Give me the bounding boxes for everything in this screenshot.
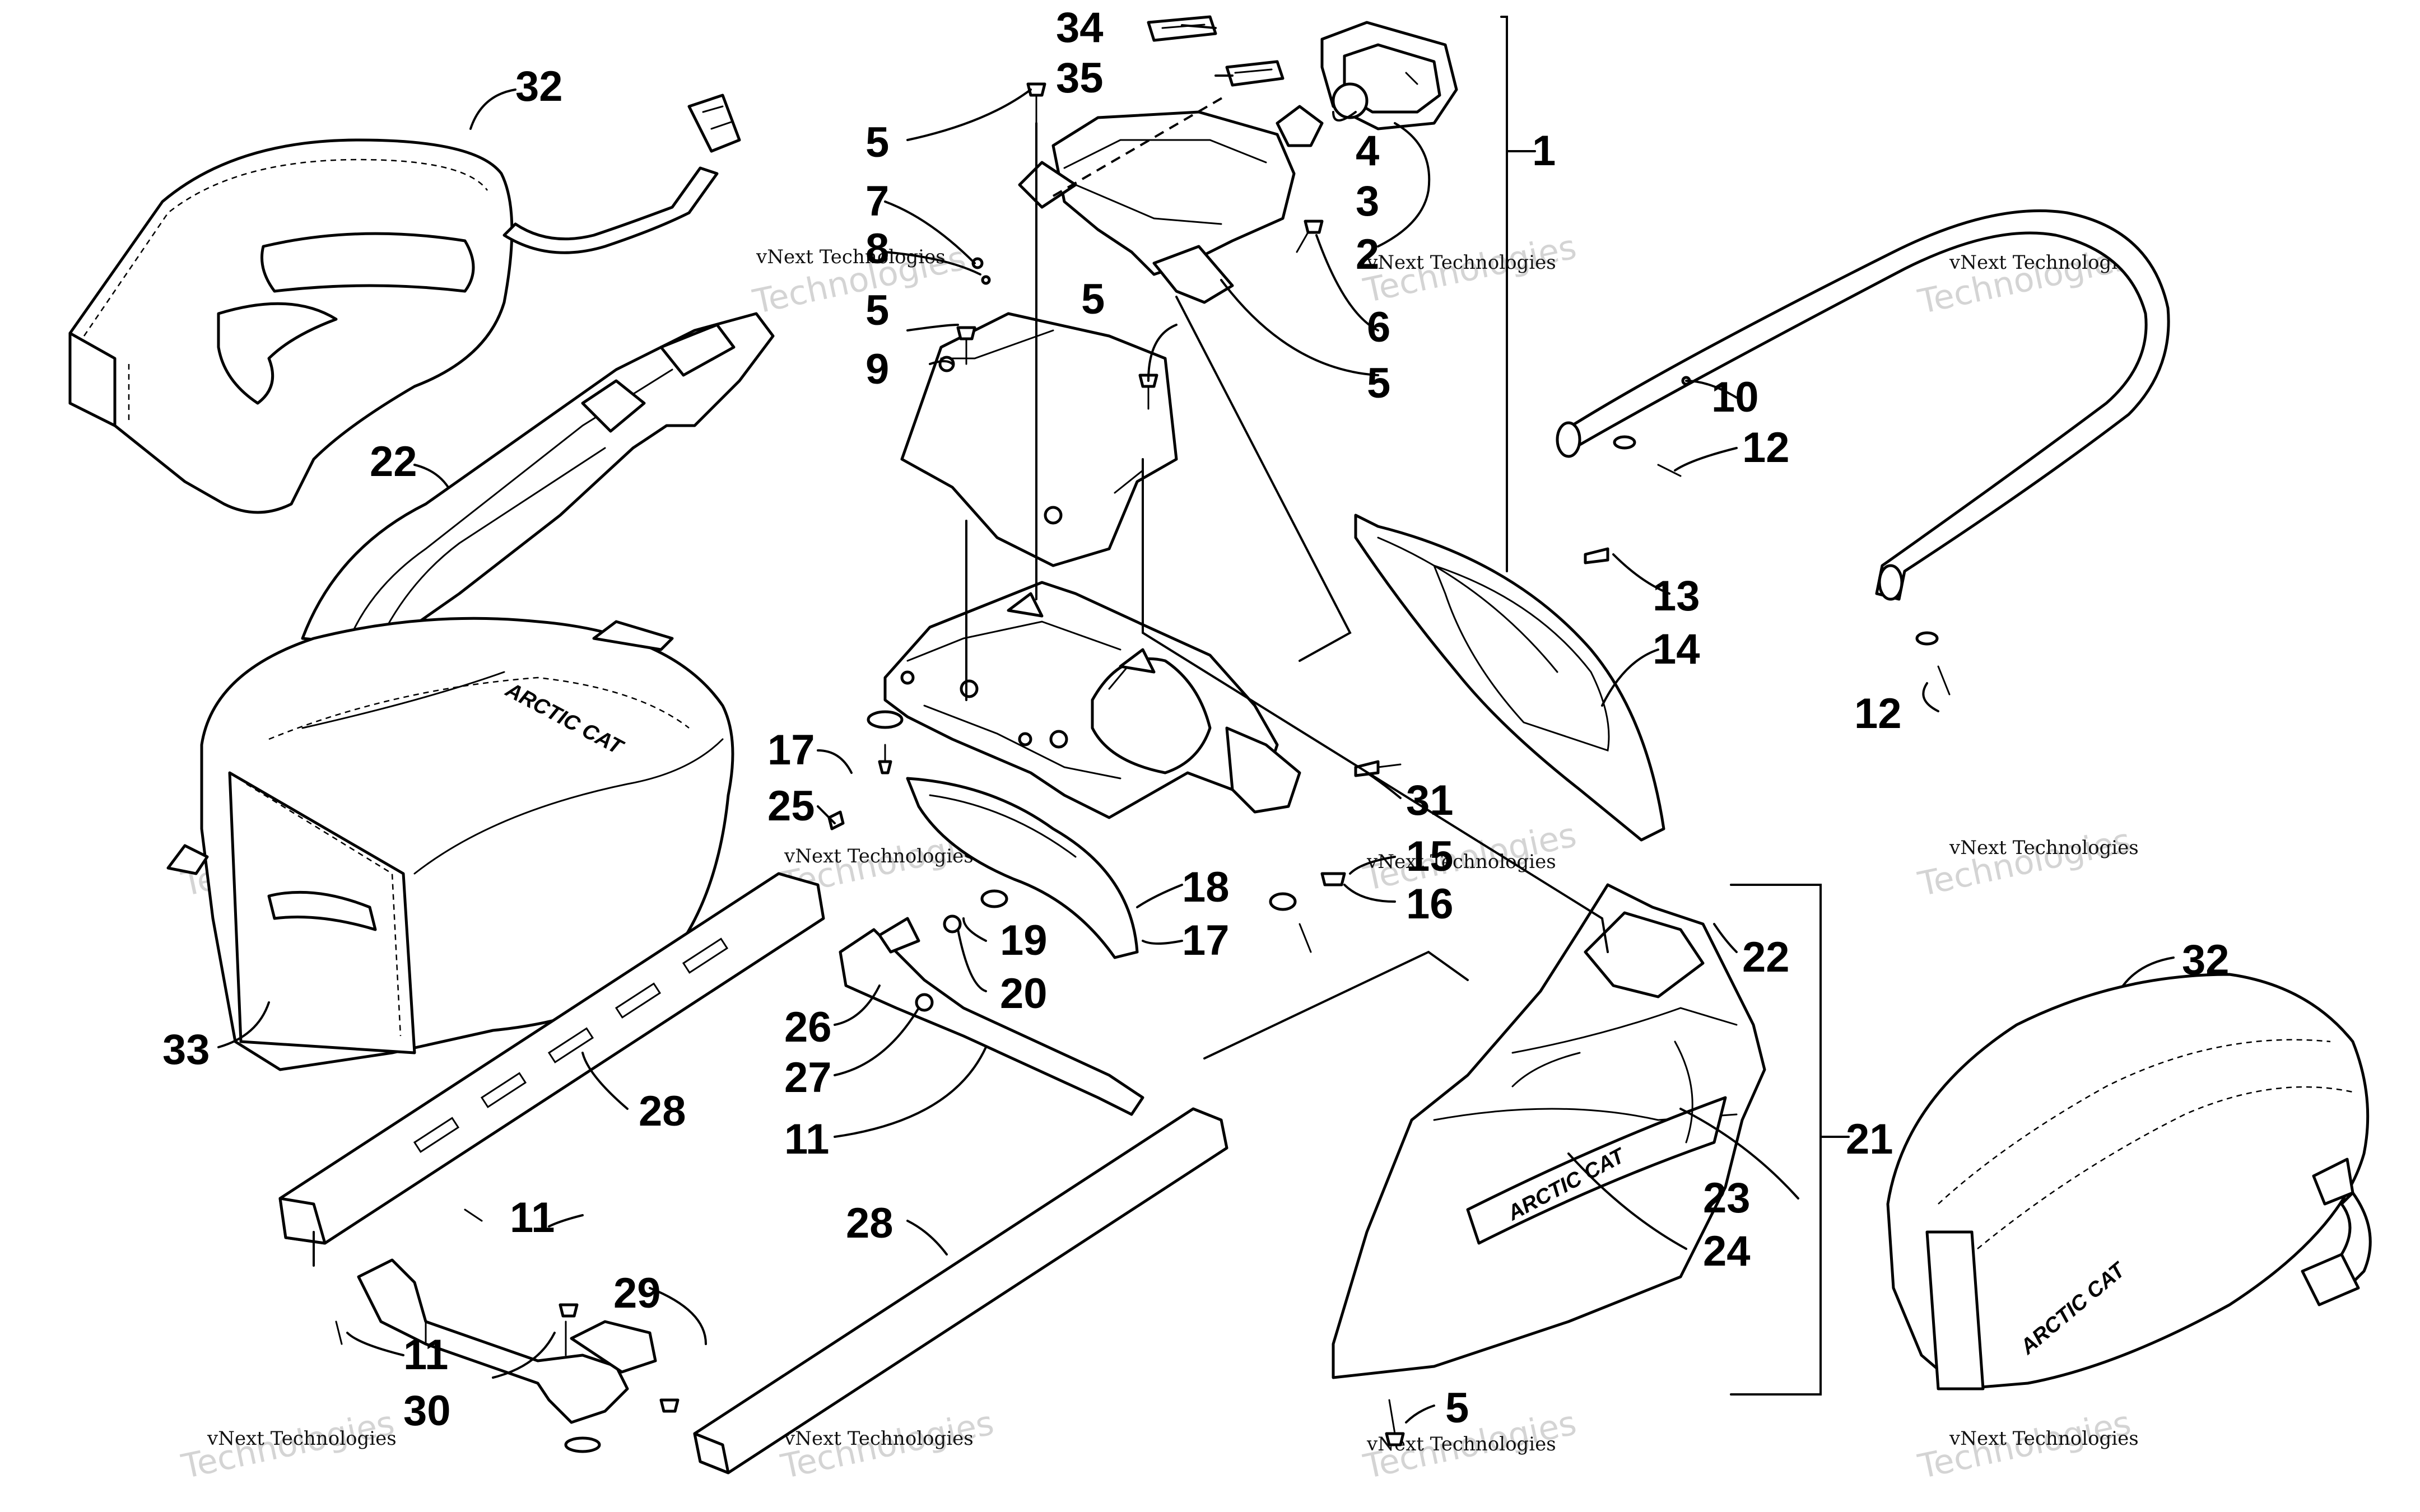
mud-flap <box>906 777 1139 959</box>
hardware <box>335 82 1951 1453</box>
side-panel-upper-left <box>301 312 775 646</box>
callout-label: 30 <box>403 1387 451 1435</box>
callout-label: 17 <box>1182 917 1230 964</box>
callout-label: 14 <box>1653 626 1700 673</box>
decal-plates <box>1147 15 1285 87</box>
watermark: vNext Technologies <box>207 1427 397 1450</box>
license-bracket <box>900 312 1178 567</box>
callout-label: 5 <box>865 119 889 166</box>
callout-label: 19 <box>1000 917 1048 964</box>
callout-label: 16 <box>1406 880 1454 928</box>
saddle-bag-right: ARCTIC CAT <box>1886 973 2372 1390</box>
callout-label: 22 <box>1742 934 1790 981</box>
mount-bracket-lower <box>357 1258 657 1424</box>
callout-label: 21 <box>1846 1116 1893 1163</box>
callout-label: 4 <box>1356 127 1379 175</box>
callout-label: 13 <box>1653 572 1700 620</box>
watermark: vNext Technologies <box>1949 1427 2139 1450</box>
rail-lower <box>693 1107 1228 1474</box>
callout-label: 9 <box>865 346 889 393</box>
callout-label: 1 <box>1532 127 1556 175</box>
callout-label: 29 <box>613 1270 661 1317</box>
callout-label: 34 <box>1056 4 1104 52</box>
callout-label: 20 <box>1000 970 1048 1018</box>
callout-label: 32 <box>515 63 563 110</box>
callout-label: 27 <box>784 1054 832 1102</box>
side-reflector-panel <box>1354 514 1665 842</box>
callout-label: 5 <box>1367 360 1390 407</box>
callout-label: 12 <box>1742 424 1790 472</box>
side-panel-right: ARCTIC CAT <box>1332 883 1766 1379</box>
callout-label: 3 <box>1356 178 1379 225</box>
callout-label: 28 <box>846 1200 893 1247</box>
watermark: vNext Technologies <box>1366 851 1556 873</box>
callout-label: 6 <box>1367 304 1390 351</box>
watermark: vNext Technologies <box>784 845 974 867</box>
callout-label: 5 <box>865 287 889 334</box>
callout-label: 11 <box>510 1194 555 1242</box>
callout-label: 24 <box>1703 1228 1751 1275</box>
watermark: Technologies <box>1915 821 2135 904</box>
callout-label: 25 <box>767 782 815 830</box>
callout-labels: 34 35 1 32 5 4 3 7 8 2 5 5 6 9 5 10 22 1… <box>162 4 2230 1435</box>
callout-label: 2 <box>1356 231 1379 278</box>
watermark: vNext Technologies <box>784 1427 974 1450</box>
callout-label: 28 <box>639 1088 686 1135</box>
callout-label: 12 <box>1854 690 1902 738</box>
callout-label: 32 <box>2182 936 2230 984</box>
leader-lines <box>217 24 2175 1424</box>
grab-handle-tube <box>1556 209 2170 601</box>
callout-label: 23 <box>1703 1174 1751 1222</box>
callout-label: 15 <box>1406 833 1454 880</box>
callout-label: 11 <box>403 1331 448 1379</box>
callout-label: 22 <box>370 438 417 486</box>
callout-label: 8 <box>865 225 889 273</box>
watermark: vNext Technologies <box>756 246 946 268</box>
rear-fender <box>883 581 1301 819</box>
mount-bracket-upper <box>839 917 1144 1116</box>
callout-label: 7 <box>865 178 889 225</box>
saddle-bag-left <box>68 94 741 514</box>
callout-label: 33 <box>162 1026 210 1074</box>
callout-label: 35 <box>1056 54 1104 102</box>
callout-label: 5 <box>1445 1384 1469 1432</box>
callout-label: 17 <box>767 726 815 774</box>
callout-label: 10 <box>1711 374 1759 421</box>
callout-label: 11 <box>784 1116 829 1163</box>
callout-label: 18 <box>1182 864 1230 911</box>
callout-label: 26 <box>784 1004 832 1051</box>
callout-label: 31 <box>1406 777 1454 824</box>
watermark: vNext Technologies <box>1949 837 2139 859</box>
rear-trunk-seat: ARCTIC CAT <box>166 617 734 1071</box>
callout-label: 5 <box>1081 276 1105 323</box>
watermark: vNext Technologies <box>1366 251 1556 274</box>
